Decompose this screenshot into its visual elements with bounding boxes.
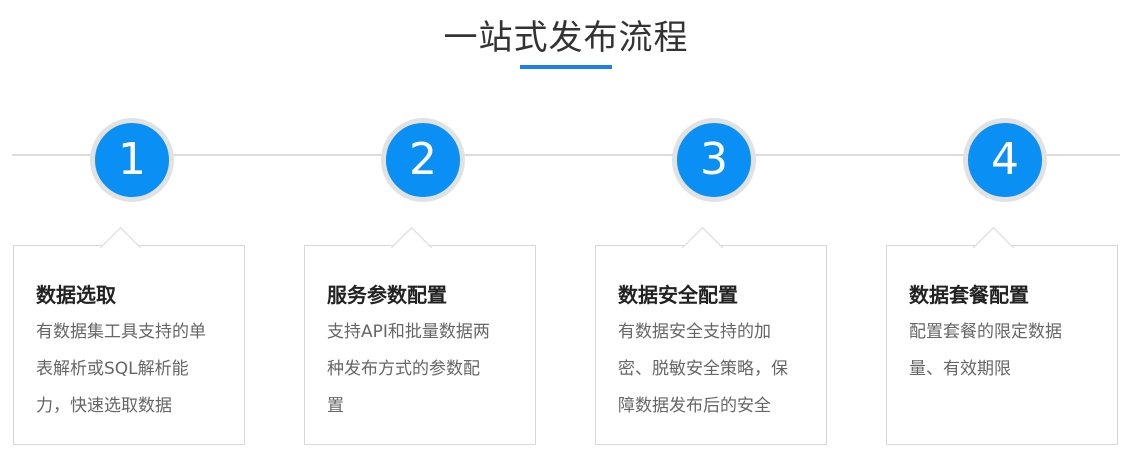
step-4-number-badge: 4 [963,118,1047,202]
title-underline [520,65,612,69]
page-title: 一站式发布流程 [443,18,689,58]
step-4-desc-line-1: 配置套餐的限定数据 [909,322,1062,342]
timeline-line [12,154,1120,156]
step-3-number-badge: 3 [672,118,756,202]
step-2-desc-line-3: 置 [327,396,344,416]
step-4-desc-line-2: 量、有效期限 [909,359,1011,379]
step-1-desc-line-1: 有数据集工具支持的单 [36,322,206,342]
step-3-desc-line-2: 密、脱敏安全策略，保 [618,359,788,379]
step-1-number-badge: 1 [90,118,174,202]
step-3-desc-line-1: 有数据安全支持的加 [618,322,771,342]
step-4-description: 配置套餐的限定数据 量、有效期限 [909,314,1097,388]
card-pointer [390,226,433,269]
step-1-card: 数据选取 有数据集工具支持的单 表解析或SQL解析能 力，快速选取数据 [13,226,245,445]
step-4-card: 数据套餐配置 配置套餐的限定数据 量、有效期限 [886,226,1118,445]
card-pointer [99,226,142,269]
step-2-card: 服务参数配置 支持API和批量数据两 种发布方式的参数配 置 [304,226,536,445]
step-3-desc-line-3: 障数据发布后的安全 [618,396,771,416]
step-2-desc-line-2: 种发布方式的参数配 [327,359,480,379]
step-2-description: 支持API和批量数据两 种发布方式的参数配 置 [327,314,515,425]
step-3-title: 数据安全配置 [618,283,738,307]
card-pointer [681,226,724,269]
card-pointer [972,226,1015,269]
step-2-title: 服务参数配置 [327,283,447,307]
step-4-title: 数据套餐配置 [909,283,1029,307]
step-1-desc-line-2: 表解析或SQL解析能 [36,359,189,379]
step-1-title: 数据选取 [36,283,116,307]
step-2-desc-line-1: 支持API和批量数据两 [327,322,490,342]
step-1-description: 有数据集工具支持的单 表解析或SQL解析能 力，快速选取数据 [36,314,224,425]
step-3-description: 有数据安全支持的加 密、脱敏安全策略，保 障数据发布后的安全 [618,314,806,425]
step-2-number-badge: 2 [381,118,465,202]
step-3-card: 数据安全配置 有数据安全支持的加 密、脱敏安全策略，保 障数据发布后的安全 [595,226,827,445]
step-1-desc-line-3: 力，快速选取数据 [36,396,172,416]
